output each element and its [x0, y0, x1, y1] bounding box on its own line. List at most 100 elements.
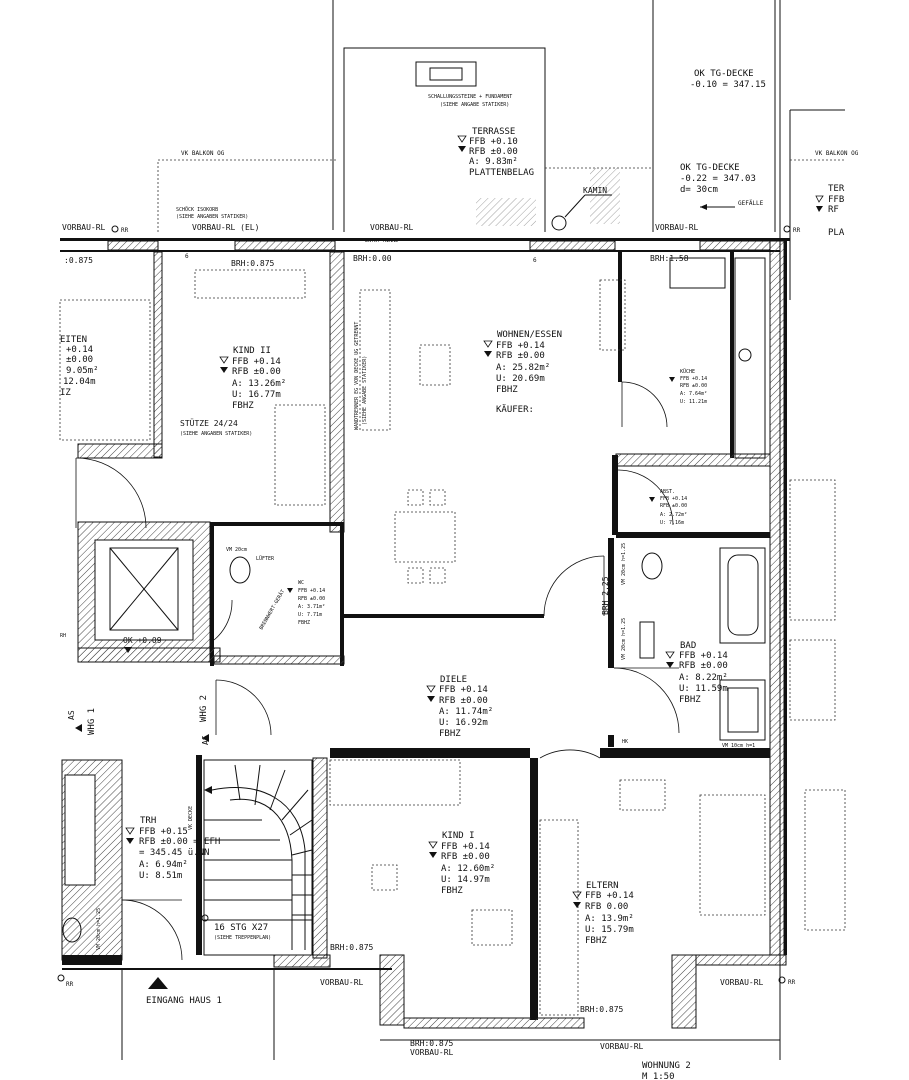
rr-left: RR: [121, 227, 129, 234]
vm10-label: VM 10cm h=1: [722, 743, 755, 749]
plan-scale: M 1:50: [642, 1072, 675, 1080]
vorbau-bottom-4: VORBAU-RL: [600, 1042, 644, 1051]
vm20-bad-1: VM 20cm h=1.25: [621, 543, 627, 585]
eingang-label: EINGANG HAUS 1: [146, 996, 222, 1006]
vorbau-bottom-2: VORBAU-RL: [320, 978, 364, 987]
room-label-eltern: ELTERN FFB +0.14 RFB 0.00 A: 13.9m² U: 1…: [572, 881, 634, 946]
svg-text:U: 8.51m: U: 8.51m: [139, 871, 182, 881]
brh-225-label: BRH 2.25: [601, 576, 610, 615]
ok-009-label: OK +0.09: [123, 636, 162, 645]
svg-text:FFB +0.14: FFB +0.14: [496, 341, 545, 351]
svg-text:U: 16.92m: U: 16.92m: [439, 718, 488, 728]
svg-text:RFB ±0.00 = EFH: RFB ±0.00 = EFH: [139, 837, 220, 847]
svg-text:FBHZ: FBHZ: [232, 401, 254, 411]
vorbau-rl-mid: VORBAU-RL: [370, 223, 414, 232]
room-label-arbeiten: EITEN +0.14 ±0.00 9.05m² 12.04m IZ: [60, 335, 99, 398]
entrance-arrow-icon: [148, 977, 168, 989]
doors: [75, 381, 680, 961]
wandtrenner-note: (SIEHE ANGABE STATIKER): [362, 356, 368, 425]
room-label-right-cut: TER FFB RF PLA: [815, 184, 845, 238]
svg-text:FFB +0.14: FFB +0.14: [298, 588, 325, 594]
gefaelle-label: GEFÄLLE: [738, 200, 764, 207]
svg-text:EITEN: EITEN: [60, 335, 87, 345]
svg-text:U: 11.59m: U: 11.59m: [679, 684, 728, 694]
furniture: [59, 257, 846, 1016]
brh-bottom-1: BRH:0.875: [330, 943, 374, 952]
room-label-wohnen: WOHNEN/ESSEN FFB +0.14 RFB ±0.00 A: 25.8…: [483, 330, 562, 415]
ok-tg-decke-2: OK TG-DECKE: [680, 163, 740, 173]
svg-text:FFB +0.14: FFB +0.14: [441, 842, 490, 852]
stairs-label: 16 STG X27: [214, 923, 268, 933]
ok-tg-decke-2-d: d= 30cm: [680, 185, 718, 195]
terrasse-belag: PLATTENBELAG: [469, 168, 534, 178]
brh-158: BRH:1.58: [650, 254, 689, 263]
terrasse-rfb: RFB ±0.00: [469, 147, 518, 157]
svg-text:RFB ±0.00: RFB ±0.00: [441, 852, 490, 862]
svg-text:FBHZ: FBHZ: [439, 729, 461, 739]
room-label-kind1: KIND I FFB +0.14 RFB ±0.00 A: 12.60m² U:…: [428, 831, 495, 896]
svg-text:FFB +0.14: FFB +0.14: [585, 891, 634, 901]
num-6-a: 6: [185, 253, 189, 260]
siehe-statiker-label: (SIEHE ANGABE STATIKER): [440, 102, 509, 108]
vorbau-rl-left: VORBAU-RL: [62, 223, 106, 232]
svg-text:RF: RF: [828, 205, 839, 215]
vm-left-label: VM 20cm h=1.25: [96, 908, 102, 950]
svg-text:FBHZ: FBHZ: [496, 385, 518, 395]
svg-text:FFB +0.14: FFB +0.14: [439, 685, 488, 695]
ok-tg-decke-1-val: -0.10 = 347.15: [690, 80, 766, 90]
svg-text:FFB: FFB: [828, 195, 844, 205]
svg-text:TER: TER: [828, 184, 845, 194]
svg-text:FBHZ: FBHZ: [679, 695, 701, 705]
brh-000: BRH:0.00: [353, 254, 392, 263]
ok-tg-decke-2-val: -0.22 = 347.03: [680, 174, 756, 184]
svg-text:U: 20.69m: U: 20.69m: [496, 374, 545, 384]
room-label-abst: ABST. FFB +0.14 RFB ±0.00 A: 2.72m² U: 7…: [649, 489, 687, 526]
rr-bottom-right: RR: [788, 979, 796, 986]
svg-text:A: 6.94m²: A: 6.94m²: [139, 860, 188, 870]
svg-text:FBHZ: FBHZ: [298, 620, 310, 626]
svg-text:KIND I: KIND I: [442, 831, 475, 841]
luefter-label: LÜFTER: [256, 555, 275, 562]
svg-text:PLA: PLA: [828, 228, 845, 238]
vorbau-rl-right: VORBAU-RL: [655, 223, 699, 232]
svg-text:U: 11.21m: U: 11.21m: [680, 399, 707, 405]
svg-text:FFB +0.15: FFB +0.15: [139, 827, 188, 837]
svg-text:A: 11.74m²: A: 11.74m²: [439, 707, 493, 717]
svg-text:KÜCHE: KÜCHE: [680, 368, 695, 375]
as1-label: AS: [67, 710, 76, 720]
terrasse-area: A: 9.83m²: [469, 157, 518, 167]
svg-text:A: 13.9m²: A: 13.9m²: [585, 914, 634, 924]
svg-text:A: 12.60m²: A: 12.60m²: [441, 864, 495, 874]
terrasse-ffb: FFB +0.10: [469, 137, 518, 147]
room-label-bad: BAD FFB +0.14 RFB ±0.00 A: 8.22m² U: 11.…: [665, 641, 728, 705]
kamin-icon: [551, 215, 567, 231]
svg-text:FBHZ: FBHZ: [585, 936, 607, 946]
plan-title: WOHNUNG 2: [642, 1061, 691, 1071]
svg-text:U: 7.16m: U: 7.16m: [660, 520, 684, 526]
staircase: [201, 759, 313, 956]
svg-text:IZ: IZ: [60, 388, 71, 398]
rh-label: RH: [60, 633, 66, 639]
as2-label: AS: [201, 735, 210, 745]
svg-text:ABST.: ABST.: [660, 489, 675, 495]
svg-text:±0.00: ±0.00: [66, 355, 93, 365]
svg-text:ELTERN: ELTERN: [586, 881, 619, 891]
vk-balkon-og-left: VK BALKON OG: [181, 150, 225, 157]
hk-label: HK: [622, 739, 628, 745]
num-6-b: 6: [533, 257, 537, 264]
ok-tg-decke-1: OK TG-DECKE: [694, 69, 754, 79]
svg-text:FBHZ: FBHZ: [441, 886, 463, 896]
svg-text:BAD: BAD: [680, 641, 696, 651]
vm20-bad-2: VM 20cm h=1.25: [621, 618, 627, 660]
svg-text:A: 2.72m²: A: 2.72m²: [660, 512, 687, 518]
svg-text:A: 8.22m²: A: 8.22m²: [679, 673, 728, 683]
whg2-label: WHG 2: [199, 695, 209, 722]
vk-balkon-og-right: VK BALKON OG: [815, 150, 859, 157]
wandtrenner-label: WANDTRENNER EG VON DECKE UG GETRENNT: [354, 322, 360, 430]
svg-text:RFB ±0.00: RFB ±0.00: [496, 351, 545, 361]
svg-text:A: 13.26m²: A: 13.26m²: [232, 379, 286, 389]
rr-right: RR: [793, 227, 801, 234]
svg-text:RFB ±0.00: RFB ±0.00: [298, 596, 325, 602]
stuetze-note: (SIEHE ANGABEN STATIKER): [180, 431, 252, 437]
kamin-label: KAMIN: [583, 186, 607, 195]
